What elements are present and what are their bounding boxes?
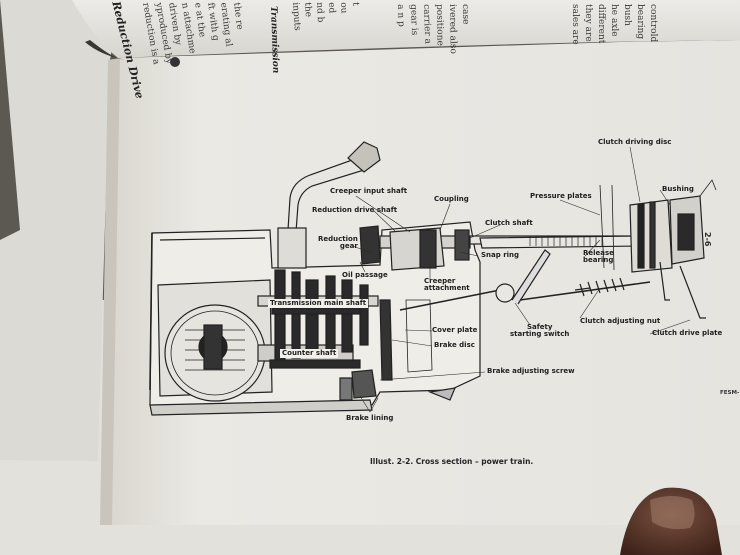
label-counter-shaft: Counter shaft xyxy=(280,349,339,358)
label-clutch-shaft: Clutch shaft xyxy=(485,219,533,227)
label-bushing: Bushing xyxy=(662,185,694,193)
label-pressure-plates: Pressure plates xyxy=(530,192,592,200)
label-creeper-attachment: Creeper attachment xyxy=(424,277,470,292)
label-brake-disc: Brake disc xyxy=(434,341,475,349)
label-clutch-adjusting-nut: Clutch adjusting nut xyxy=(580,317,661,325)
label-reduction-gear: Reduction gear xyxy=(318,235,358,250)
label-oil-passage: Oil passage xyxy=(342,271,388,279)
label-snap-ring: Snap ring xyxy=(481,251,520,259)
figure-caption: Illust. 2-2. Cross section – power train… xyxy=(370,457,534,466)
label-transmission-main-shaft: Transmission main shaft xyxy=(268,299,369,308)
label-brake-lining: Brake lining xyxy=(346,414,394,422)
label-coupling: Coupling xyxy=(434,195,469,203)
label-release-bearing: Release bearing xyxy=(583,249,614,264)
label-reduction-drive-shaft: Reduction drive shaft xyxy=(312,206,398,214)
label-creeper-input-shaft: Creeper input shaft xyxy=(330,187,408,195)
label-clutch-drive-plate: Clutch drive plate xyxy=(652,329,723,337)
diagram-leader-lines xyxy=(299,146,691,413)
label-safety-starting-switch: Safety starting switch xyxy=(510,323,570,338)
label-brake-adjusting-screw: Brake adjusting screw xyxy=(487,367,575,375)
label-cover-plate: Cover plate xyxy=(432,326,478,334)
page-number: 2-6 xyxy=(703,232,712,247)
figure-code: FESM- xyxy=(720,390,740,396)
label-clutch-driving-disc: Clutch driving disc xyxy=(598,138,672,146)
